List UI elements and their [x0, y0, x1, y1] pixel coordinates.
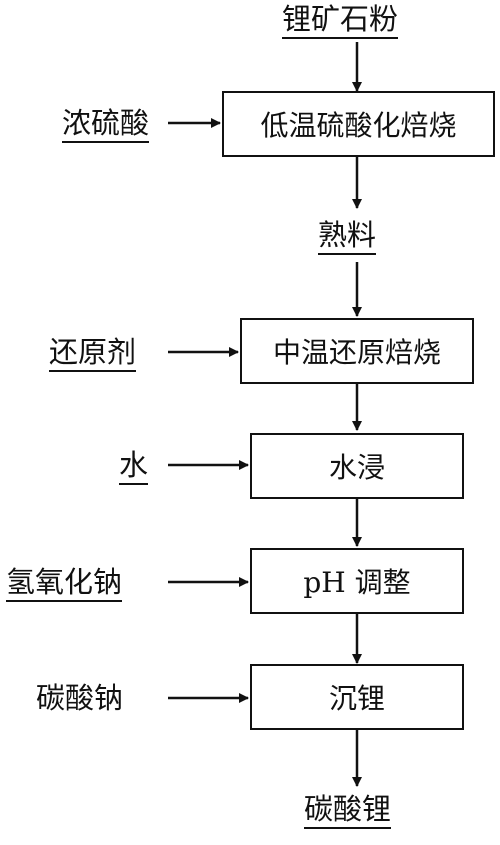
input-label-5: 碳酸钠	[36, 681, 124, 715]
input-label-2: 还原剂	[49, 335, 137, 372]
final-product-label: 碳酸锂	[304, 792, 392, 829]
input-label-4: 氢氧化钠	[6, 565, 123, 602]
input-label-1: 浓硫酸	[62, 106, 150, 143]
process-box-1: 低温硫酸化焙烧	[222, 91, 495, 157]
process-box-3: 水浸	[250, 433, 464, 499]
intermediate-label: 熟料	[318, 218, 377, 255]
process-box-4: pH 调整	[250, 548, 464, 614]
input-label-3: 水	[119, 448, 149, 485]
process-box-2: 中温还原焙烧	[240, 318, 474, 384]
ore-powder-label: 锂矿石粉	[282, 2, 399, 39]
process-box-5: 沉锂	[250, 664, 464, 730]
